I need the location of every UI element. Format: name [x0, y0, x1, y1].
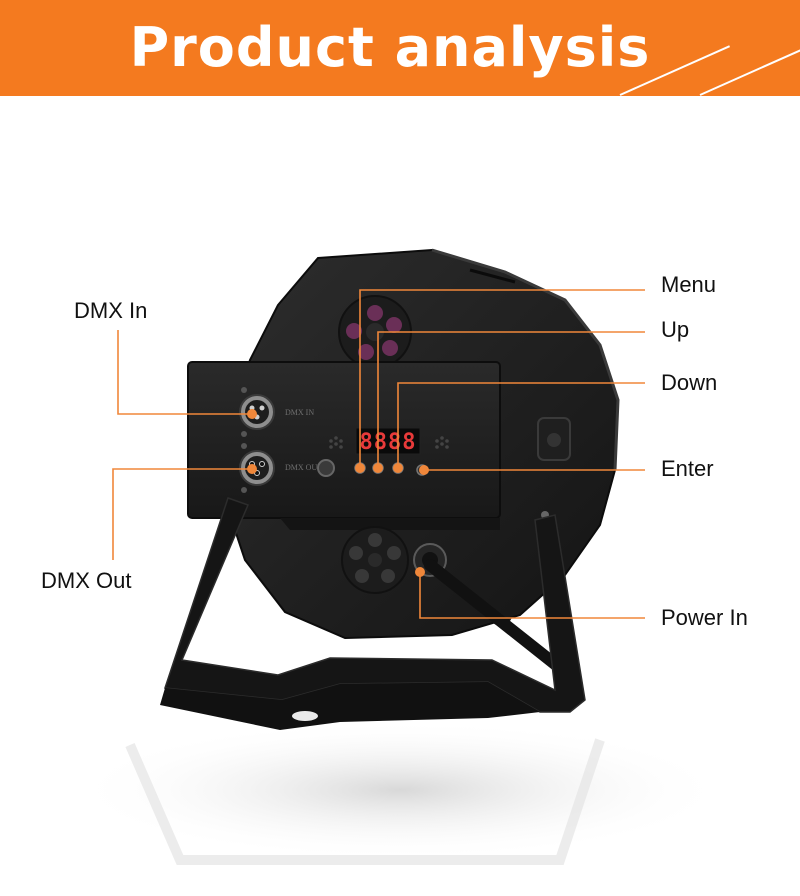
stand-bracket	[163, 497, 586, 713]
dot-down	[393, 463, 403, 473]
housing-rim	[431, 248, 620, 471]
callout-leaders	[112, 289, 645, 619]
leader-dmx-out	[112, 468, 250, 560]
fuse-holder	[317, 459, 335, 477]
bottom-fan	[341, 526, 409, 594]
panel-lower-lip	[280, 518, 500, 530]
header-banner: Product analysis	[0, 0, 800, 96]
tilt-knob	[537, 417, 571, 461]
dot-dmx-in	[247, 409, 257, 419]
dmx-in-panel-label: DMX IN	[285, 408, 314, 417]
led-display-value: 8888	[360, 430, 417, 455]
page-title: Product analysis	[129, 16, 651, 79]
dot-enter	[419, 465, 429, 475]
floor-shadow	[70, 720, 730, 860]
leader-menu	[359, 289, 645, 468]
control-panel	[187, 361, 501, 519]
label-menu: Menu	[661, 272, 717, 297]
dmx-out-jack	[239, 443, 275, 493]
label-power-in: Power In	[661, 605, 748, 630]
dot-dmx-out	[247, 464, 257, 474]
label-dmx-in: DMX In	[74, 298, 148, 323]
dmx-out-panel-label: DMX OUT	[285, 463, 322, 472]
mic-grill-right	[435, 436, 449, 449]
led-display	[355, 427, 421, 455]
dot-up	[373, 463, 383, 473]
leader-power-in	[419, 570, 645, 619]
mic-grill-left	[329, 436, 343, 449]
stand-hole	[292, 711, 318, 721]
dot-menu	[355, 463, 365, 473]
label-enter: Enter	[661, 456, 714, 481]
stand-foot	[160, 682, 540, 730]
leader-up	[377, 331, 645, 468]
label-up: Up	[661, 317, 690, 342]
vent-slot	[469, 268, 516, 284]
leader-down	[397, 382, 645, 468]
leader-dmx-in	[117, 330, 250, 415]
label-down: Down	[661, 370, 718, 395]
label-dmx-out: DMX Out	[41, 568, 132, 593]
callout-dots	[247, 409, 429, 577]
stand-reflection	[125, 738, 605, 865]
top-fan	[338, 295, 412, 369]
dot-power-in	[415, 567, 425, 577]
